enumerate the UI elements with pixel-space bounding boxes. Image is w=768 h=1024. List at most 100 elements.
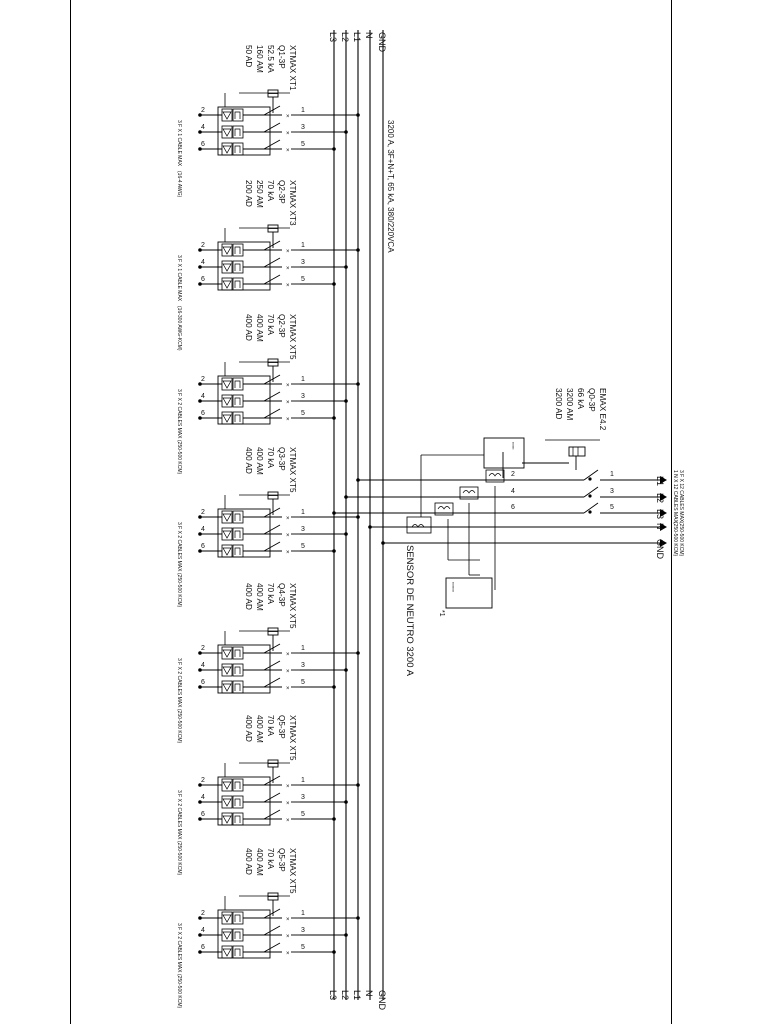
- breaker-contact: [263, 775, 281, 786]
- thermal-symbol: [222, 380, 232, 389]
- thermal-symbol: [222, 948, 232, 957]
- feeder-cable-spec: (250-500 KCM): [176, 440, 182, 475]
- terminal-line-number: 1: [301, 242, 305, 249]
- relay-element: [232, 125, 244, 139]
- main-breaker-label-line: EMAX E4.2: [598, 388, 607, 431]
- thermal-symbol: [222, 547, 232, 556]
- contact-mark: ×: [286, 934, 290, 940]
- junction-dot: [198, 685, 202, 689]
- terminal-load-number: 2: [201, 376, 205, 383]
- current-transformer: [459, 486, 479, 500]
- junction-dot: [332, 549, 336, 553]
- incoming-label: L1: [655, 476, 665, 486]
- feeder-label-line: 400 AD: [244, 583, 253, 610]
- magnetic-symbol: [234, 280, 241, 288]
- junction-dot: [332, 950, 336, 954]
- protection-relay-block: [217, 644, 271, 694]
- relay-element: [232, 510, 244, 524]
- magnetic-symbol: [234, 683, 241, 691]
- main-terminal-number: 2: [511, 471, 515, 478]
- junction-dot: [356, 783, 360, 787]
- contact-mark: ×: [286, 148, 290, 154]
- breaker-contact: [263, 274, 281, 285]
- bus-rating-label: 3200 A, 3F+N+T, 65 kA, 380/220VCA: [386, 120, 395, 253]
- thermal-symbol: [222, 128, 232, 137]
- terminal-line-number: 1: [301, 107, 305, 114]
- busbar-label-bottom: GND: [377, 990, 387, 1011]
- relay-element: [232, 277, 244, 291]
- terminal-line-number: 5: [301, 410, 305, 417]
- feeder-label-line: XTMAX XT3: [288, 180, 297, 226]
- feeder-label-line: 400 AD: [244, 314, 253, 341]
- terminal-load-number: 2: [201, 777, 205, 784]
- main-line-terminal-number: 3: [610, 488, 614, 495]
- terminal-line-number: 3: [301, 393, 305, 400]
- feeder-cable-label: 3 F X 2 CABLES MAX: [176, 658, 182, 708]
- ct-coil: [488, 473, 502, 477]
- relay-element: [232, 928, 244, 942]
- incoming-arrow: [660, 493, 667, 501]
- incoming-cable-label: 3 F X 12 CABLES MAX: [678, 470, 684, 523]
- feeder-label-line: XTMAX XT5: [288, 447, 297, 493]
- junction-dot: [356, 515, 360, 519]
- thermal-symbol: [222, 263, 232, 272]
- feeder-label-line: 160 AM: [255, 45, 264, 73]
- busbar-label-top: N: [364, 32, 374, 39]
- magnetic-symbol: [234, 931, 241, 939]
- junction-dot: [198, 399, 202, 403]
- junction-dot: [368, 525, 372, 529]
- feeder-label-line: 400 AD: [244, 848, 253, 875]
- ct-coil: [462, 490, 476, 494]
- terminal-load-number: 4: [201, 393, 205, 400]
- junction-dot: [344, 265, 348, 269]
- terminal-load-number: 4: [201, 794, 205, 801]
- junction-dot: [198, 933, 202, 937]
- terminal-line-number: 1: [301, 645, 305, 652]
- feeder-cable-label: 3 F X 2 CABLES MAX: [176, 923, 182, 973]
- feeder-label-line: 70 kA: [266, 583, 275, 604]
- relay-element: [232, 778, 244, 792]
- neutral-sensor-label: SENSOR DE NEUTRO 3200 A: [404, 545, 415, 677]
- main-terminal-number: 6: [511, 504, 515, 511]
- breaker-contact: [263, 643, 281, 654]
- protection-relay-block: [217, 508, 271, 558]
- main-breaker-label-line: Q0-3P: [587, 388, 596, 412]
- protection-relay-block: [217, 241, 271, 291]
- thermal-symbol: [222, 666, 232, 675]
- feeder-label-line: 70 kA: [266, 314, 275, 335]
- junction-dot: [198, 549, 202, 553]
- contact-mark: ×: [286, 516, 290, 522]
- feeder-label-line: 50 AD: [244, 45, 253, 67]
- magnetic-symbol: [234, 397, 241, 405]
- incoming-label: L2: [655, 493, 665, 503]
- busbar-label-top: GND: [377, 32, 387, 53]
- junction-dot: [198, 282, 202, 286]
- breaker-contact: [263, 507, 281, 518]
- junction-dot: [344, 933, 348, 937]
- contact-mark: ×: [286, 249, 290, 255]
- feeder-label-line: 70 kA: [266, 848, 275, 869]
- magnetic-symbol: [234, 649, 241, 657]
- junction-dot: [356, 113, 360, 117]
- terminal-load-number: 6: [201, 944, 205, 951]
- feeder-label-line: Q4-3P: [277, 583, 286, 607]
- magnetic-symbol: [234, 414, 241, 422]
- thermal-symbol: [222, 931, 232, 940]
- incoming-label: GND: [655, 539, 665, 560]
- thermal-symbol: [222, 914, 232, 923]
- relay-element: [232, 812, 244, 826]
- magnetic-symbol: [234, 948, 241, 956]
- thermal-symbol: [222, 798, 232, 807]
- feeder-label-line: Q2-3P: [277, 180, 286, 204]
- junction-dot: [198, 382, 202, 386]
- feeder-label-line: 400 AM: [255, 848, 264, 876]
- junction-dot: [332, 511, 336, 515]
- feeder-label-line: XTMAX XT5: [288, 314, 297, 360]
- breaker-contact: [263, 524, 281, 535]
- magnetic-symbol: [234, 530, 241, 538]
- feeder-label-line: 52.5 kA: [266, 45, 275, 73]
- terminal-line-number: 3: [301, 794, 305, 801]
- junction-dot: [198, 668, 202, 672]
